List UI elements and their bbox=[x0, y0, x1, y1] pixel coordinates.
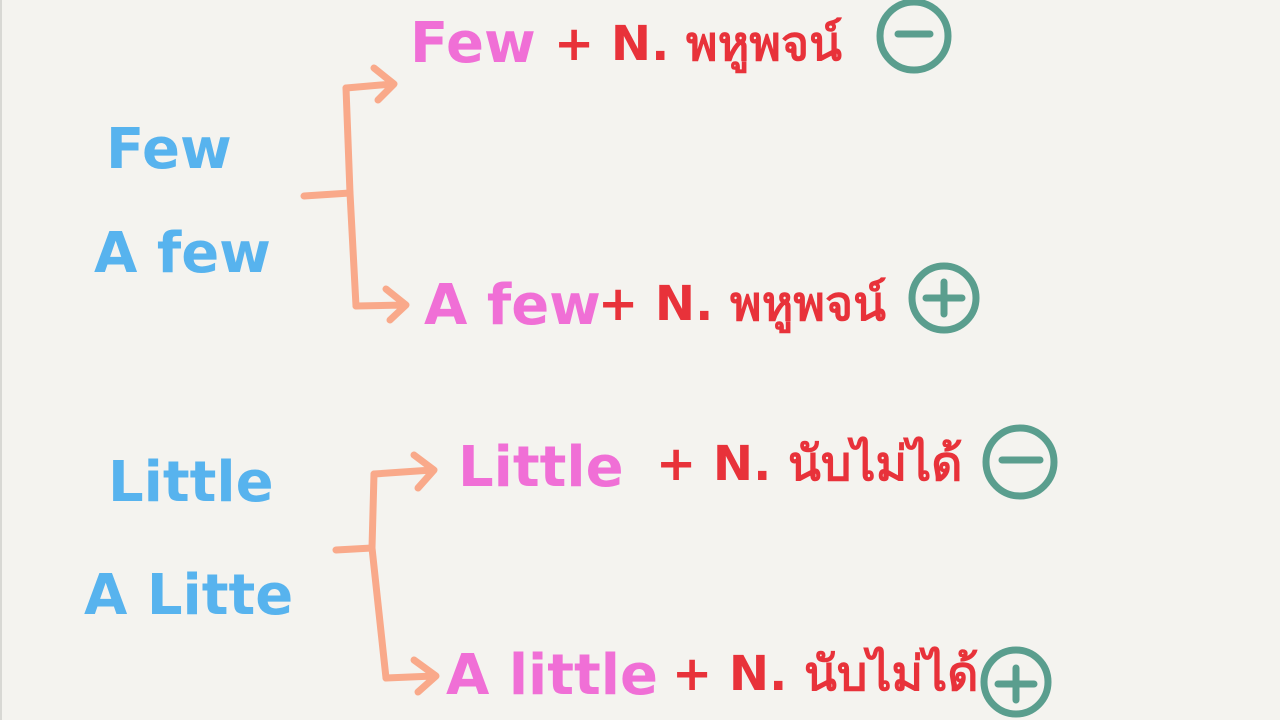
branch-little-rule: + N. นับไม่ได้ bbox=[656, 436, 963, 492]
few-arrow-bottom bbox=[352, 285, 410, 324]
few-arrow-top bbox=[342, 64, 398, 104]
left-edge-divider bbox=[0, 0, 2, 720]
little-arrow-top bbox=[370, 451, 438, 492]
few-bracket bbox=[300, 64, 410, 324]
branch-little-word: Little bbox=[458, 435, 624, 500]
plus-circle-icon bbox=[908, 262, 980, 334]
little-heading: Little bbox=[108, 450, 274, 515]
little-bracket-spine bbox=[368, 470, 390, 682]
minus-circle-icon bbox=[876, 0, 952, 74]
branch-a-little-rule: + N. นับไม่ได้ bbox=[672, 646, 979, 702]
branch-a-few-rule: + N. พหูพจน์ bbox=[598, 276, 886, 332]
few-bracket-stem bbox=[300, 189, 354, 200]
a-few-heading: A few bbox=[94, 221, 271, 286]
a-litte-heading: A Litte bbox=[84, 563, 294, 628]
few-bracket-spine bbox=[342, 84, 360, 310]
branch-few-rule: + N. พหูพจน์ bbox=[554, 16, 842, 72]
few-heading: Few bbox=[106, 117, 232, 182]
branch-a-few-word: A few bbox=[424, 273, 601, 338]
plus-circle-icon bbox=[980, 646, 1052, 718]
little-arrow-bottom bbox=[382, 656, 440, 696]
little-bracket-stem bbox=[332, 544, 376, 554]
minus-circle-icon bbox=[982, 424, 1058, 500]
branch-a-little-word: A little bbox=[446, 643, 658, 708]
little-bracket bbox=[332, 451, 440, 696]
branch-few-word: Few bbox=[410, 11, 536, 76]
